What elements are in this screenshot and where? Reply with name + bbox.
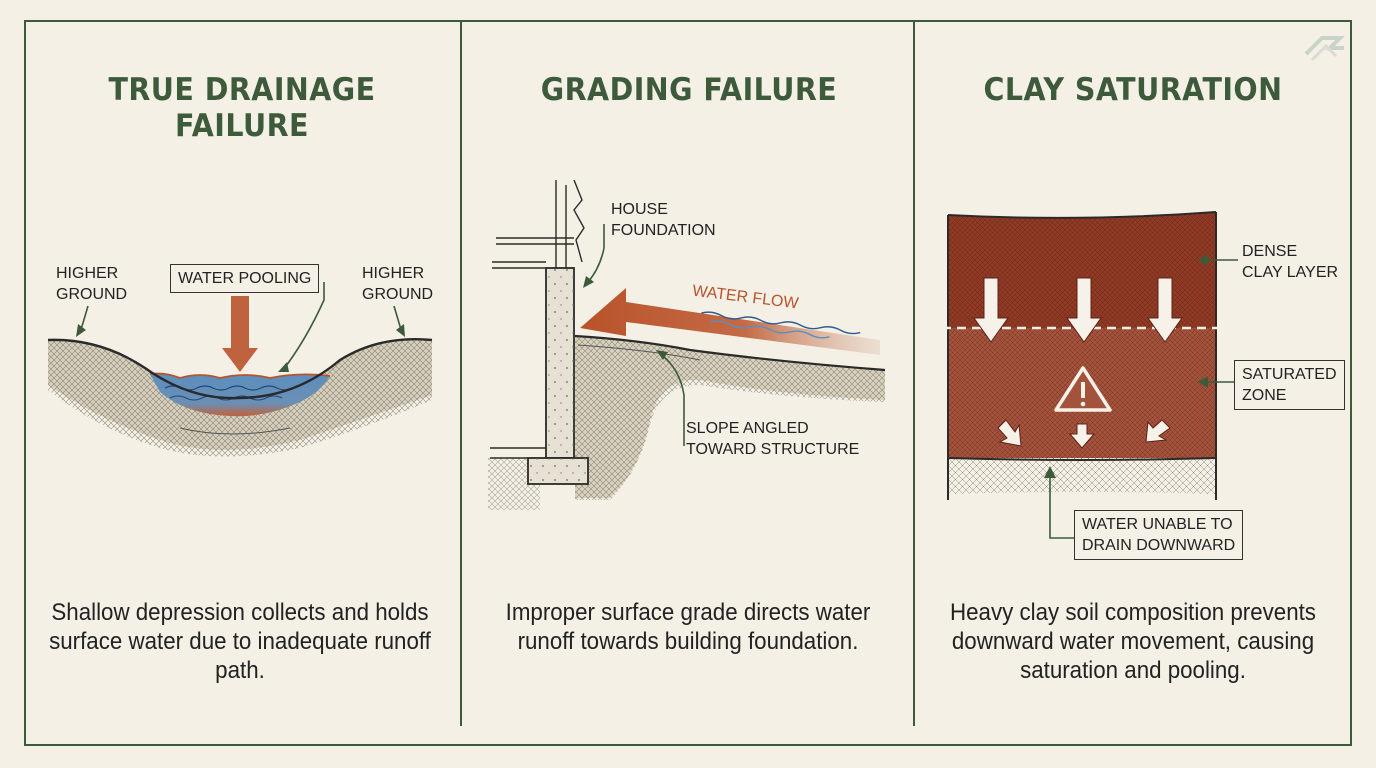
label-dense-clay: DENSE CLAY LAYER [1242,243,1339,281]
label-saturated-zone: SATURATED ZONE [1234,360,1345,410]
label-higher-ground-right: HIGHER GROUND [362,265,434,303]
panel-title-drainage: TRUE DRAINAGE FAILURE [108,72,376,144]
label-house-foundation: HOUSE FOUNDATION [611,201,716,239]
grading-illustration [488,179,886,510]
drainage-illustration [47,282,433,457]
panel-title-grading: GRADING FAILURE [540,72,838,108]
panel-divider-1 [460,20,462,726]
caption-grading: Improper surface grade directs water run… [505,599,871,655]
diagram-frame [24,20,1352,746]
clay-illustration [942,211,1238,539]
label-slope: SLOPE ANGLED TOWARD STRUCTURE [686,420,860,458]
caption-clay: Heavy clay soil composition prevents dow… [950,599,1316,684]
arrow-down-icon [973,277,1183,449]
logo-icon [1300,28,1350,73]
label-water-unable: WATER UNABLE TO DRAIN DOWNWARD [1074,510,1244,560]
caption-drainage: Shallow depression collects and holds su… [49,599,431,684]
arrow-down-icon [222,296,258,372]
label-water-pooling: WATER POOLING [170,264,320,293]
label-higher-ground-left: HIGHER GROUND [56,265,128,303]
panel-divider-2 [913,20,915,726]
panel-title-clay: CLAY SATURATION [983,72,1283,108]
warning-icon [1054,366,1112,412]
